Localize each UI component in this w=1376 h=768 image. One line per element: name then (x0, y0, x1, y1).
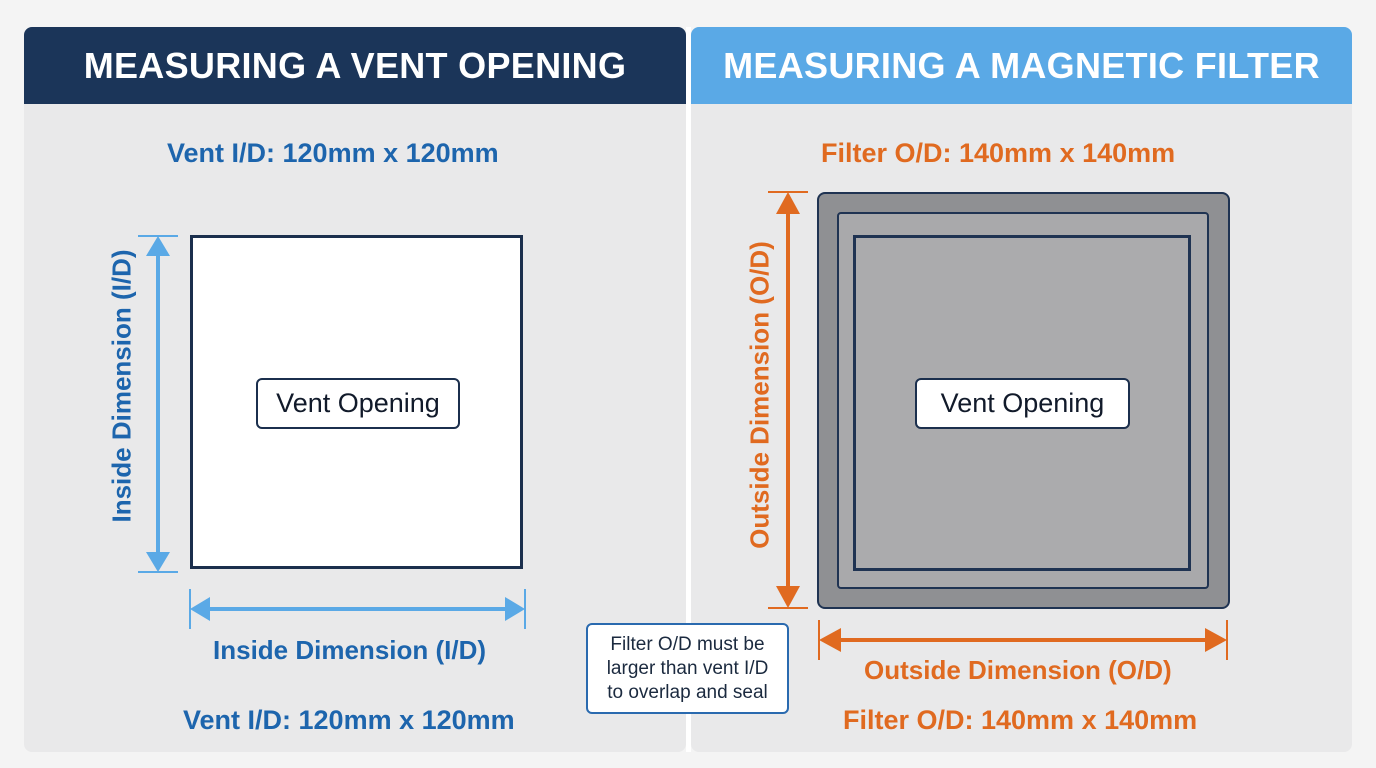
filter-vent-opening-label: Vent Opening (915, 378, 1130, 429)
outside-dimension-vertical-arrow (768, 191, 808, 609)
panel-divider (686, 27, 691, 752)
left-panel: MEASURING A VENT OPENING (24, 27, 686, 752)
note-line-2: larger than vent I/D (606, 657, 769, 679)
left-panel-header: MEASURING A VENT OPENING (24, 27, 686, 104)
overlap-note-box: Filter O/D must be larger than vent I/D … (586, 623, 789, 714)
right-panel: MEASURING A MAGNETIC FILTER (691, 27, 1352, 752)
outside-dimension-horizontal-arrow (818, 620, 1228, 660)
right-panel-header: MEASURING A MAGNETIC FILTER (691, 27, 1352, 104)
inside-dimension-vertical-arrow (138, 235, 178, 573)
note-line-3: to overlap and seal (607, 681, 768, 703)
filter-od-footer-label: Filter O/D: 140mm x 140mm (843, 705, 1198, 735)
outside-dimension-horizontal-label: Outside Dimension (O/D) (864, 655, 1172, 685)
vent-opening-label: Vent Opening (256, 378, 460, 429)
note-line-1: Filter O/D must be (610, 633, 765, 655)
vent-id-footer-label: Vent I/D: 120mm x 120mm (183, 705, 515, 735)
inside-dimension-horizontal-arrow (189, 589, 526, 629)
inside-dimension-horizontal-label: Inside Dimension (I/D) (213, 635, 487, 665)
vent-id-top-label: Vent I/D: 120mm x 120mm (167, 138, 499, 168)
filter-od-top-label: Filter O/D: 140mm x 140mm (821, 138, 1176, 168)
